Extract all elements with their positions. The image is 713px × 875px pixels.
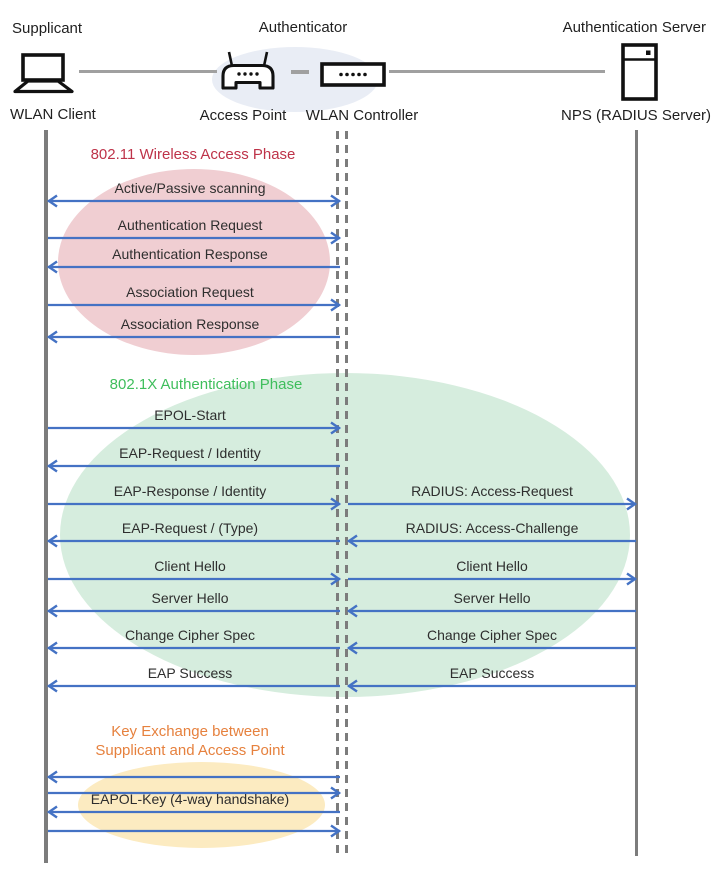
phase-title-key-exchange-line2: Supplicant and Access Point xyxy=(95,742,285,759)
connector-client-ap xyxy=(79,70,217,73)
role-authenticator: Authenticator xyxy=(258,19,348,36)
message-arrow-left xyxy=(46,679,340,693)
message-label: EPOL-Start xyxy=(154,407,226,423)
message-label: Authentication Request xyxy=(117,217,263,233)
message-arrow-right xyxy=(48,298,342,312)
message-arrow-left xyxy=(346,604,636,618)
message-arrow-both xyxy=(46,194,342,208)
message-arrow-right xyxy=(48,421,342,435)
message-label: EAP Success xyxy=(147,665,233,681)
role-authentication-server: Authentication Server xyxy=(562,19,706,36)
message-arrow-right xyxy=(48,231,342,245)
phase-title-key-exchange: Key Exchange between Supplicant and Acce… xyxy=(70,722,310,760)
message-label: EAP Success xyxy=(449,665,535,681)
message-label: Association Request xyxy=(126,284,254,300)
message-arrow-right xyxy=(48,824,342,838)
message-arrow-left xyxy=(346,641,636,655)
message-label: Server Hello xyxy=(453,590,531,606)
message-label: EAP-Response / Identity xyxy=(113,483,267,499)
message-arrow-left xyxy=(46,770,340,784)
wlan-controller-icon xyxy=(320,62,386,87)
message-label: Server Hello xyxy=(151,590,229,606)
message-label: EAPOL-Key (4-way handshake) xyxy=(90,791,290,807)
message-arrow-left xyxy=(46,604,340,618)
device-label-wlan-client: WLAN Client xyxy=(10,106,96,123)
message-label: Change Cipher Spec xyxy=(125,627,255,643)
device-label-nps-radius-server: NPS (RADIUS Server) xyxy=(561,107,712,124)
message-arrow-right xyxy=(348,572,638,586)
device-label-wlan-controller: WLAN Controller xyxy=(305,107,419,124)
server-icon xyxy=(621,43,658,101)
message-label: Association Response xyxy=(120,316,260,332)
message-arrow-left xyxy=(46,260,340,274)
lifeline-wlan-controller-left xyxy=(336,131,339,853)
message-arrow-right xyxy=(48,786,342,800)
phase-title-key-exchange-line1: Key Exchange between xyxy=(111,723,269,740)
message-label: Change Cipher Spec xyxy=(427,627,557,643)
message-arrow-left xyxy=(46,641,340,655)
message-arrow-right xyxy=(348,497,638,511)
connector-ap-controller xyxy=(291,70,309,74)
phase-title-80211: 802.11 Wireless Access Phase xyxy=(90,146,296,163)
message-label: EAP-Request / Identity xyxy=(119,445,261,461)
access-point-icon xyxy=(221,51,275,90)
message-arrow-left xyxy=(346,534,636,548)
lifeline-wlan-controller-right xyxy=(345,131,348,853)
message-label: EAP-Request / (Type) xyxy=(121,520,259,536)
message-label: Client Hello xyxy=(456,558,528,574)
message-arrow-left xyxy=(46,330,340,344)
lifeline-wlan-client xyxy=(44,130,48,863)
message-label: RADIUS: Access-Request xyxy=(411,483,573,499)
message-arrow-left xyxy=(46,805,340,819)
message-label: RADIUS: Access-Challenge xyxy=(405,520,579,536)
device-label-access-point: Access Point xyxy=(199,107,287,124)
laptop-icon xyxy=(13,53,74,94)
phase-title-8021x: 802.1X Authentication Phase xyxy=(109,376,303,393)
role-supplicant: Supplicant xyxy=(12,20,83,37)
message-label: Authentication Response xyxy=(112,246,268,262)
message-arrow-left xyxy=(46,459,340,473)
message-arrow-right xyxy=(48,497,342,511)
message-label: Active/Passive scanning xyxy=(114,180,266,196)
message-arrow-left xyxy=(46,534,340,548)
message-arrow-left xyxy=(346,679,636,693)
lifeline-nps-server xyxy=(635,130,638,856)
message-arrow-right xyxy=(48,572,342,586)
message-label: Client Hello xyxy=(154,558,226,574)
connector-controller-server xyxy=(389,70,605,73)
